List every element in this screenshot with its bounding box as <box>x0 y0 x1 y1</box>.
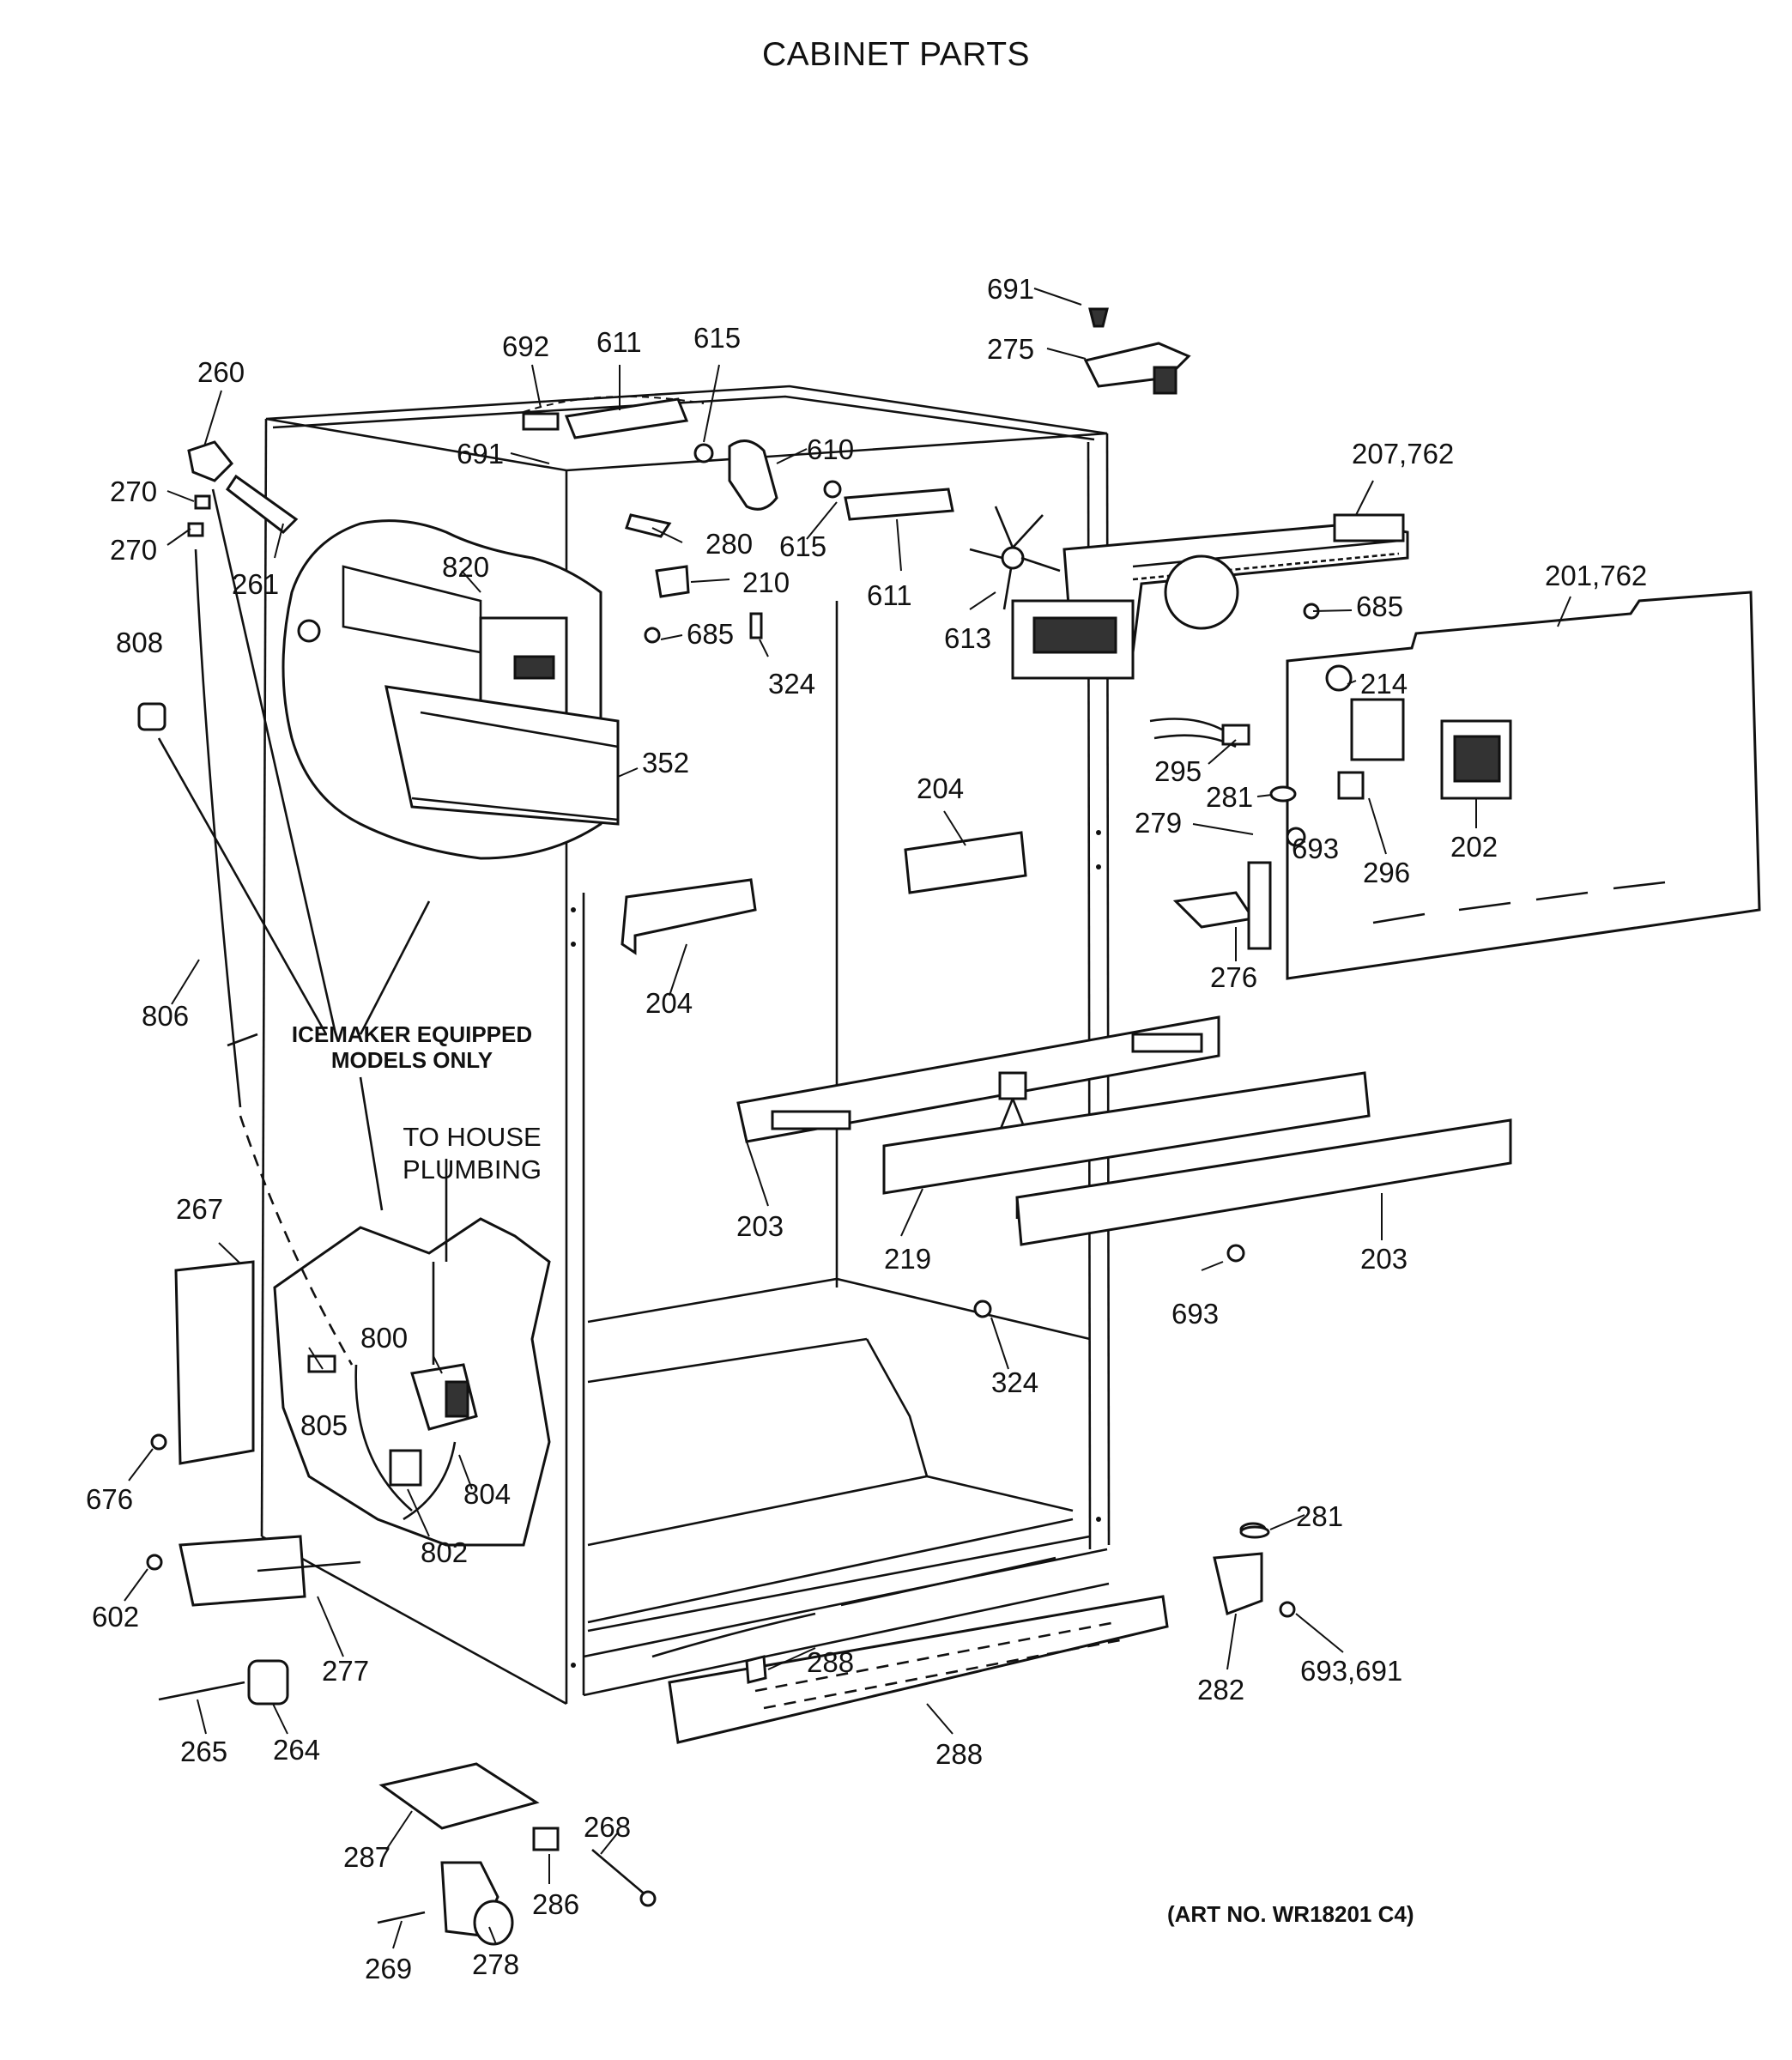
label-204-right: 204 <box>917 772 964 804</box>
label-802: 802 <box>421 1536 468 1568</box>
label-203-left: 203 <box>736 1210 784 1242</box>
icemaker-cutaway <box>282 519 620 860</box>
label-219: 219 <box>884 1243 931 1275</box>
label-288-grill: 288 <box>935 1738 983 1770</box>
label-676: 676 <box>86 1483 133 1515</box>
label-203-right: 203 <box>1360 1243 1408 1275</box>
label-615-mid: 615 <box>779 530 826 562</box>
label-691-top: 691 <box>987 273 1034 305</box>
label-277: 277 <box>322 1655 369 1687</box>
label-296: 296 <box>1363 857 1410 888</box>
plumbing-cutaway <box>273 1217 551 1547</box>
label-611-top: 611 <box>596 326 642 358</box>
label-278: 278 <box>472 1948 519 1980</box>
icemaker-note: ICEMAKER EQUIPPED MODELS ONLY <box>291 1021 533 1073</box>
label-611-mid: 611 <box>867 579 912 611</box>
label-204-left: 204 <box>645 987 693 1019</box>
label-279: 279 <box>1135 807 1182 839</box>
label-281-top: 281 <box>1206 781 1253 813</box>
label-287: 287 <box>343 1841 390 1873</box>
label-820: 820 <box>442 551 489 583</box>
label-693-top: 693 <box>1292 833 1339 864</box>
label-685-right: 685 <box>1356 591 1403 622</box>
label-295: 295 <box>1154 755 1202 787</box>
label-207-762: 207,762 <box>1352 438 1454 470</box>
cooling-parts <box>522 307 1409 680</box>
label-214: 214 <box>1360 668 1408 700</box>
label-693-mid: 693 <box>1171 1298 1219 1330</box>
label-261: 261 <box>232 568 279 600</box>
label-615-top: 615 <box>693 322 741 354</box>
label-800: 800 <box>360 1322 408 1354</box>
label-324-bottom: 324 <box>991 1366 1038 1398</box>
label-692: 692 <box>502 330 549 362</box>
label-324-top: 324 <box>768 668 815 700</box>
label-269: 269 <box>365 1953 412 1984</box>
control-panel <box>1149 591 1761 980</box>
label-201-762: 201,762 <box>1545 560 1647 591</box>
label-281-bottom: 281 <box>1296 1500 1343 1532</box>
label-685-left: 685 <box>687 618 734 650</box>
label-805: 805 <box>300 1409 348 1441</box>
label-270-lower: 270 <box>110 534 157 566</box>
label-804: 804 <box>463 1478 511 1510</box>
label-267: 267 <box>176 1193 223 1225</box>
plumbing-note: TO HOUSE PLUMBING <box>403 1122 542 1184</box>
leader-lines <box>124 288 1571 1949</box>
label-610: 610 <box>807 433 854 465</box>
label-693-691: 693,691 <box>1300 1655 1402 1687</box>
label-282: 282 <box>1197 1674 1244 1706</box>
label-286: 286 <box>532 1888 579 1920</box>
label-806: 806 <box>142 1000 189 1032</box>
label-352: 352 <box>642 747 689 779</box>
label-275: 275 <box>987 333 1034 365</box>
label-202: 202 <box>1450 831 1498 863</box>
label-691-mid: 691 <box>457 438 504 470</box>
art-number: (ART NO. WR18201 C4) <box>1167 1901 1414 1927</box>
page-title: CABINET PARTS <box>761 36 1031 73</box>
label-210: 210 <box>742 566 790 598</box>
label-260: 260 <box>197 356 245 388</box>
label-276: 276 <box>1210 961 1257 993</box>
label-264: 264 <box>273 1734 320 1766</box>
label-280: 280 <box>705 528 753 560</box>
label-613: 613 <box>944 622 991 654</box>
label-808: 808 <box>116 627 163 658</box>
label-265: 265 <box>180 1736 227 1767</box>
label-288-clip: 288 <box>807 1646 854 1678</box>
label-270-upper: 270 <box>110 476 157 507</box>
brackets-and-rails <box>137 440 1512 1946</box>
label-268: 268 <box>584 1811 631 1843</box>
part-labels: 691 275 692 611 615 260 691 610 207,762 … <box>86 273 1647 1984</box>
label-602: 602 <box>92 1601 139 1633</box>
